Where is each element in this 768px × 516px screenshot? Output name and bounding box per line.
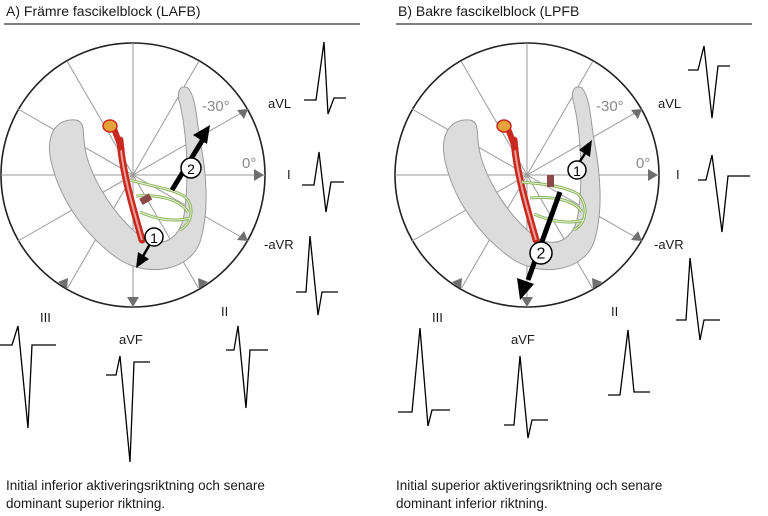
panel-a-vectors: 1 2 [136, 125, 210, 268]
panel-a-lead-i: I [287, 167, 291, 182]
panel-b-heart-illustration [442, 86, 601, 271]
panel-a-ecg-traces [0, 41, 346, 463]
panel-a-lead-avl: aVL [268, 96, 291, 111]
panel-b-ecg-avr [676, 257, 720, 341]
panel-b-lead-avl: aVL [658, 96, 681, 111]
panel-a-title: A) Främre fascikelblock (LAFB) [6, 3, 200, 19]
panel-b-ecg-ii [608, 329, 650, 396]
panel-b-sa-node [496, 119, 512, 133]
panel-a-block-marker [139, 193, 153, 205]
panel-a-lead-iii: III [40, 310, 51, 325]
panel-b-vector-2-label: 2 [537, 246, 546, 263]
panel-a-lead-ii: II [221, 304, 228, 319]
panel-b-caption-line-1: Initial superior aktiveringsriktning och… [396, 478, 662, 493]
panel-b-caption-line-2: dominant inferior riktning. [396, 496, 548, 511]
panel-b-lead-iii: III [432, 310, 443, 325]
panel-a-ecg-avl [304, 41, 346, 115]
panel-a-ecg-avr [296, 235, 338, 316]
panel-b-ecg-avl [688, 45, 730, 119]
panel-a-axis-minus30: -30° [202, 98, 230, 115]
panel-b-lead-avf: aVF [511, 332, 535, 347]
panel-b-ecg-i [698, 154, 750, 233]
panel-b-axis-0: 0° [636, 155, 650, 172]
panel-b-hexaxial-circle [394, 42, 660, 308]
panel-a-caption-line-1: Initial inferior aktiveringsriktning och… [6, 478, 265, 493]
panel-a-ecg-ii [226, 325, 268, 409]
panel-b-ecg-traces [398, 45, 750, 439]
panel-b-lead-i: I [676, 167, 680, 182]
panel-b-vectors: 1 2 [517, 140, 592, 300]
panel-b-title: B) Bakre fascikelblock (LPFB [398, 3, 579, 19]
panel-b-vector-1-label: 1 [573, 163, 581, 179]
panel-b-ecg-iii [398, 327, 450, 427]
panel-a-sa-node [102, 119, 118, 133]
panel-a-caption-line-2: dominant superior riktning. [6, 496, 165, 511]
panel-a-lead-avf: aVF [119, 332, 143, 347]
panel-a-hexaxial-circle [0, 42, 266, 308]
panel-b-lead-avr: -aVR [654, 237, 684, 252]
panel-a: A) Främre fascikelblock (LAFB) [0, 3, 360, 511]
panel-a-vector-1-label: 1 [150, 230, 158, 246]
panel-a-ecg-iii [0, 325, 56, 429]
panel-b-lead-ii: II [611, 304, 618, 319]
panel-b-block-marker [547, 175, 554, 187]
panel-a-vector-2-label: 2 [187, 161, 195, 177]
panel-a-ecg-i [302, 151, 344, 213]
panel-a-lead-avr: -aVR [264, 237, 294, 252]
panel-a-axis-0: 0° [242, 155, 256, 172]
panel-b-ecg-avf [504, 355, 548, 439]
panel-b: B) Bakre fascikelblock (LPFB -30° [394, 3, 752, 511]
panel-b-axis-minus30: -30° [596, 98, 624, 115]
panel-a-heart-illustration [48, 86, 207, 271]
panel-a-ecg-avf [106, 355, 150, 463]
